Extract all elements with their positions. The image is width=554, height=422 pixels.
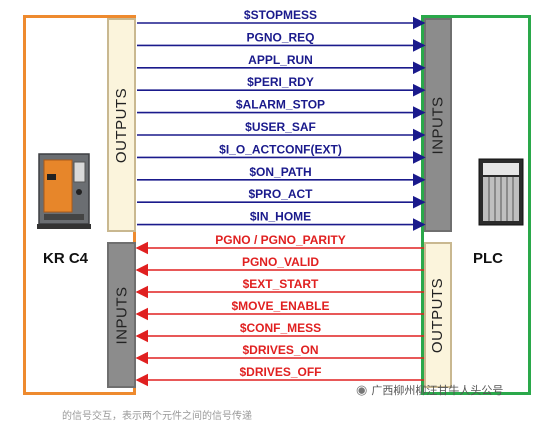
incoming-signal-label: PGNO_VALID <box>242 255 319 269</box>
plc-inputs-block: INPUTS <box>424 18 452 232</box>
outgoing-signal-label: $ON_PATH <box>249 165 311 179</box>
incoming-signal-label: $DRIVES_ON <box>242 343 318 357</box>
incoming-signal-label: $MOVE_ENABLE <box>231 299 329 313</box>
kr-c4-cabinet-icon <box>37 153 91 229</box>
outgoing-signal-label: $USER_SAF <box>245 120 316 134</box>
outgoing-signal-label: $I_O_ACTCONF(EXT) <box>219 142 342 156</box>
bottom-caption: 的信号交互，表示两个元件之间的信号传递 <box>62 411 252 422</box>
wechat-icon: ◉ <box>356 382 368 397</box>
incoming-signal-label: PGNO / PGNO_PARITY <box>215 233 345 247</box>
plc-title: PLC <box>473 250 503 267</box>
outgoing-signal-label: $PERI_RDY <box>247 75 314 89</box>
outgoing-signal-label: $PRO_ACT <box>248 187 313 201</box>
incoming-signal-label: $EXT_START <box>243 277 319 291</box>
kr-c4-outputs-block: OUTPUTS <box>107 18 136 232</box>
watermark: ◉ 广西柳州柳汪甘牛人头公号 <box>356 382 503 398</box>
incoming-signal-label: $DRIVES_OFF <box>239 365 321 379</box>
watermark-text: 广西柳州柳汪甘牛人头公号 <box>371 385 504 397</box>
outgoing-signal-label: $ALARM_STOP <box>236 98 325 112</box>
kr-c4-title: KR C4 <box>43 250 89 267</box>
kr-c4-inputs-block: INPUTS <box>107 242 136 388</box>
outgoing-signal-label: $IN_HOME <box>250 210 311 224</box>
outgoing-signal-label: $STOPMESS <box>244 8 317 22</box>
incoming-signal-label: $CONF_MESS <box>240 321 321 335</box>
outgoing-signal-label: APPL_RUN <box>248 53 313 67</box>
outgoing-signal-label: PGNO_REQ <box>246 30 314 44</box>
plc-rack-icon <box>478 158 524 226</box>
plc-outputs-block: OUTPUTS <box>424 242 452 388</box>
